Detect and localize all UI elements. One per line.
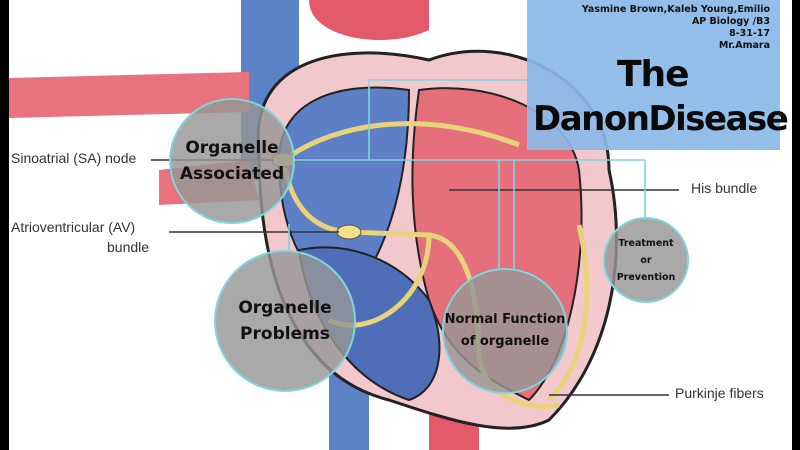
topic-text: Treatment — [618, 237, 674, 249]
topic-text: Normal Function — [444, 312, 566, 327]
connector-lines — [288, 79, 646, 270]
aorta — [309, 0, 429, 40]
topic-text: Organelle — [238, 298, 332, 318]
topic-text: of organelle — [460, 334, 550, 349]
presentation-canvas: Sinoatrial (SA) node Atrioventricular (A… — [9, 0, 792, 450]
authors: Yasmine Brown,Kaleb Young,Emilio — [581, 4, 770, 15]
sa-node-label: Sinoatrial (SA) node — [11, 150, 137, 166]
credits: Yasmine Brown,Kaleb Young,Emilio AP Biol… — [582, 4, 770, 52]
title-line-1: The — [617, 54, 690, 95]
topic-text: Associated — [179, 164, 285, 184]
topic-text: Prevention — [616, 271, 676, 283]
title-panel[interactable]: Yasmine Brown,Kaleb Young,Emilio AP Biol… — [527, 0, 789, 150]
class-name: AP Biology /B3 — [691, 16, 770, 27]
topic-text: Organelle — [185, 138, 279, 158]
av-bundle-label-2: bundle — [107, 239, 150, 255]
pulmonary-artery-left — [9, 72, 249, 118]
his-bundle-label: His bundle — [691, 180, 758, 196]
purkinje-fibers-label: Purkinje fibers — [675, 385, 764, 401]
topic-normal-function[interactable]: Normal Function of organelle — [442, 268, 568, 394]
topic-text: Problems — [240, 324, 330, 344]
topic-text: or — [640, 254, 652, 266]
av-bundle-label-1: Atrioventricular (AV) — [11, 219, 136, 235]
right-atrium — [277, 86, 411, 302]
date: 8-31-17 — [729, 28, 770, 39]
av-node-marker — [336, 224, 362, 240]
conduction-path — [282, 121, 520, 163]
title-line-2: DanonDisease — [533, 99, 789, 139]
teacher: Mr.Amara — [718, 40, 770, 51]
